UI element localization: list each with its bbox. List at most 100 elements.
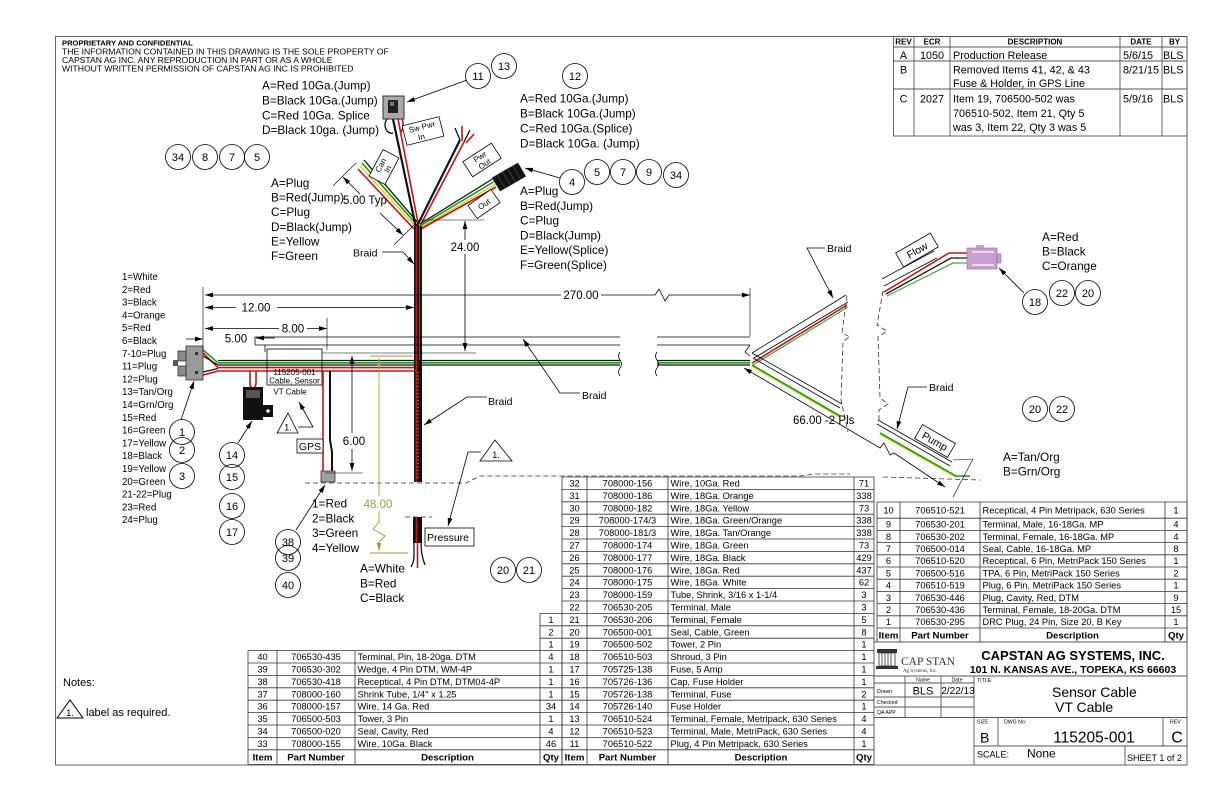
rev-header-rev: REV — [895, 38, 912, 47]
balloon-circle — [192, 144, 218, 170]
scale-value: None — [1027, 747, 1056, 761]
wire-black — [416, 139, 461, 227]
bom-item-number: 24 — [569, 578, 579, 588]
revision-table-border — [893, 36, 1188, 137]
bom-item-number: 1 — [886, 617, 891, 627]
bom-description: Fuse Holder — [671, 702, 722, 712]
out-pin-label: C=Plug — [520, 214, 559, 228]
extension-line-olive — [370, 355, 413, 554]
bom-qty: 62 — [859, 578, 869, 588]
bom-item-number: 38 — [257, 677, 267, 687]
balloon-circle — [636, 159, 662, 185]
connector-detail — [972, 264, 994, 266]
revision-row: C 2027 Item 19, 706500-502 was 706510-50… — [900, 94, 1184, 135]
connector-latch — [390, 102, 394, 106]
dimension-connector-offset: 5.00 — [225, 334, 247, 346]
main-connector-pin-label: 3=Black — [122, 298, 157, 309]
fuse-holder-cap — [246, 390, 260, 398]
main-connector-pin-label: 11=Plug — [122, 362, 157, 373]
wire-red — [218, 366, 414, 372]
bom-qty: 1 — [1173, 617, 1178, 627]
bom-qty: 73 — [859, 541, 869, 551]
leader-line — [295, 484, 326, 531]
revision-table-grid — [893, 36, 1187, 136]
bom-qty: 1 — [548, 714, 553, 724]
rev-by: BLS — [1163, 50, 1183, 62]
rev-header-description: DESCRIPTION — [1008, 38, 1063, 47]
bom-qty: 1 — [861, 677, 866, 687]
bom-description: Wire, 18Ga. Red — [671, 565, 740, 575]
wire-red — [357, 168, 415, 230]
main-connector-pin-label: 1=White — [122, 272, 158, 283]
out-pin-label: F=Green(Splice) — [520, 258, 607, 272]
braid-outline — [751, 250, 938, 359]
leader-line — [806, 247, 834, 299]
dimension-overall: 270.00 — [563, 290, 598, 302]
bom-description: Wire, 10Ga. Red — [671, 479, 740, 489]
bom-qty: 429 — [856, 553, 872, 563]
notice-line: THE INFORMATION CONTAINED IN THIS DRAWIN… — [62, 47, 389, 57]
bom-item-number: 15 — [569, 689, 579, 699]
pwr-out-label: Pwr Out — [462, 142, 502, 178]
main-connector-pin-label: 6=Black — [122, 336, 157, 347]
balloon-number: 9 — [646, 167, 652, 179]
wire-splay — [202, 349, 219, 364]
leader-line — [298, 401, 314, 428]
cable-tag: 115205-001 Cable, Sensor VT Cable — [266, 348, 323, 397]
bom-item-number: 12 — [569, 727, 579, 737]
bom-description: Wedge, 4 Pin DTM, WM-4P — [358, 665, 473, 675]
out-pin-label: D=Black(Jump) — [520, 228, 601, 242]
label-line: In — [417, 132, 426, 142]
item-balloon: 11 — [465, 63, 491, 89]
bom-qty: 338 — [856, 516, 872, 526]
balloon-number: 7 — [620, 167, 626, 179]
out-label: Out — [467, 188, 501, 220]
cable-tag-caption: VT Cable — [273, 388, 307, 397]
braid-label: Braid — [353, 248, 378, 260]
balloon-circle — [584, 159, 610, 185]
bom-part-number: 706530-446 — [915, 593, 965, 603]
item-balloon: 17 — [219, 519, 245, 545]
bom-description: Wire, 18Ga. Green — [671, 541, 749, 551]
dimension-to-trunk: 12.00 — [242, 303, 271, 315]
bom-description: TPA, 6 Pin, MetriPack 150 Series — [983, 568, 1121, 578]
note-flag-pressure: 1. — [447, 439, 513, 527]
main-connector — [173, 345, 204, 381]
main-connector-pin-label: 12=Plug — [122, 374, 158, 385]
bom-item-number: 3 — [886, 593, 891, 603]
balloon-circle — [1049, 396, 1075, 422]
balloon-circle — [275, 572, 301, 598]
revision-row: B Removed Items 41, 42, & 43 Fuse & Hold… — [900, 65, 1184, 91]
balloon-number: 7 — [229, 152, 235, 164]
item-balloon: 20 — [1075, 280, 1101, 306]
bom-part-number: 705726-138 — [603, 689, 653, 699]
main-connector-pin-label: 24=Plug — [122, 515, 158, 526]
bom-qty: 1 — [1173, 581, 1178, 591]
bom-header-item: Item — [879, 630, 899, 641]
bom-item-number: 36 — [257, 702, 267, 712]
title-label: TITLE: — [977, 678, 993, 684]
bom-description: Terminal, Female, 18-20Ga. DTM — [983, 605, 1121, 615]
bom-qty: 9 — [1173, 593, 1178, 603]
bom-item-number: 9 — [886, 520, 891, 530]
logo-subtitle: Ag Systems, Inc. — [903, 669, 937, 674]
dimension-line-branch — [342, 176, 361, 195]
bom-description: Tower, 2 Pin — [671, 640, 722, 650]
bom-description: Cap, Fuse Holder — [671, 677, 744, 687]
label-box — [462, 142, 502, 178]
notice-line: CAPSTAN AG INC. ANY REPRODUCTION IN PART… — [62, 55, 333, 65]
item-balloon: 3 — [169, 463, 195, 489]
bom-part-number: 706500-020 — [291, 727, 341, 737]
